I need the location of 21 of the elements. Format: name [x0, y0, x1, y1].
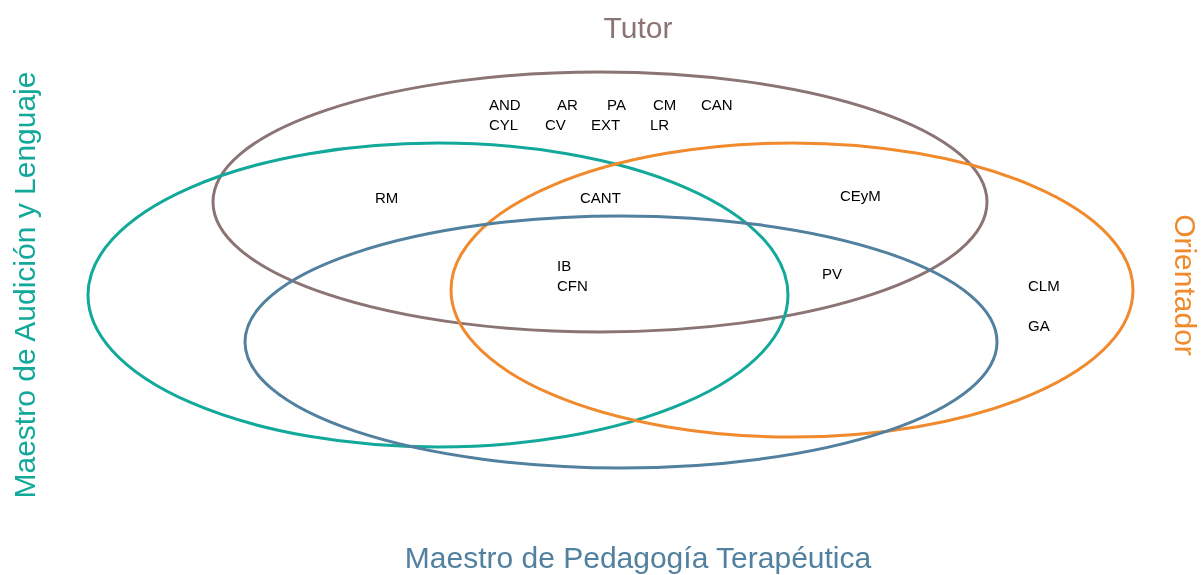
region-label: PA — [607, 96, 626, 114]
region-label: RM — [375, 189, 399, 207]
region-label: CYL — [489, 116, 519, 134]
region-label: CANT — [580, 189, 621, 207]
region-label: CFN — [557, 277, 588, 295]
region-label: CAN — [701, 96, 733, 114]
region-label: LR — [650, 116, 670, 134]
region-label: CLM — [1028, 277, 1060, 295]
region-label: EXT — [591, 116, 621, 134]
set-title: Orientador — [1168, 214, 1202, 356]
region-label: CEyM — [840, 187, 881, 205]
region-label: IB — [557, 257, 572, 275]
set-title: Tutor — [603, 11, 673, 45]
region-label: GA — [1028, 317, 1050, 335]
region-label: CM — [653, 96, 677, 114]
set-title: Maestro de Pedagogía Terapéutica — [404, 541, 872, 575]
region-label: AND — [489, 96, 521, 114]
set-title: Maestro de Audición y Lenguaje — [8, 71, 42, 499]
region-label: PV — [822, 265, 842, 283]
region-label: CV — [545, 116, 566, 134]
region-label: AR — [557, 96, 578, 114]
